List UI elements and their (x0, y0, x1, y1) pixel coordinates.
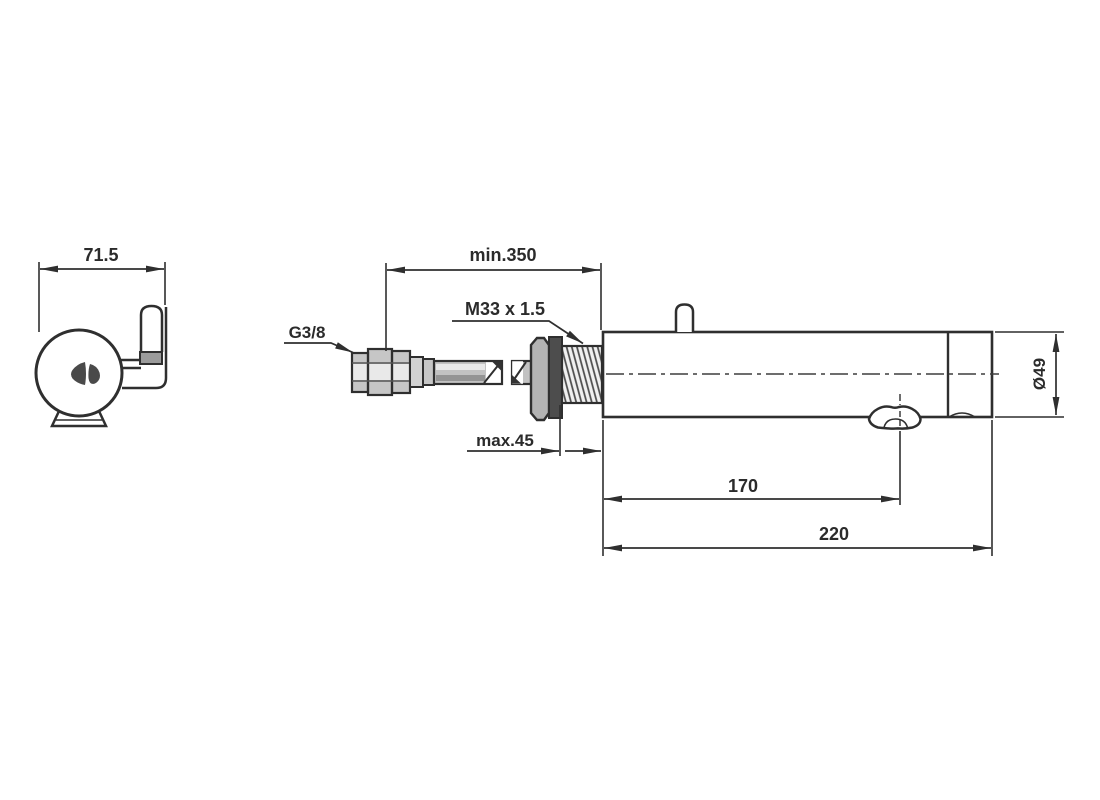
dim-hose-min-length: min.350 (385, 245, 602, 351)
thread-shank-hatch (560, 344, 604, 405)
side-view (350, 303, 999, 430)
left-drop-icon (71, 362, 86, 385)
dimensions: min.350 M33 x 1.5 G3/8 max.45 170 (284, 245, 1064, 556)
mounting-assembly (529, 336, 604, 422)
bracket-gray-block (139, 351, 163, 365)
control-knob (867, 394, 922, 430)
index-pin (674, 303, 695, 332)
valve-body (601, 303, 999, 419)
hex-flat-highlight (353, 364, 409, 380)
leader-line (284, 342, 354, 354)
end-cap-detail-arc (948, 412, 976, 418)
hose-break-tip (512, 375, 521, 384)
dim-hose-min-length-label: min.350 (469, 245, 536, 265)
hose-break-cut (512, 361, 527, 382)
collar (409, 356, 424, 388)
bracket-tab (139, 304, 164, 352)
hose (432, 359, 536, 386)
mount-max-thickness-label: max.45 (476, 431, 534, 450)
dim-knob-position: 170 (602, 420, 901, 556)
dim-front-width-label: 71.5 (83, 245, 118, 265)
dim-body-length: 220 (604, 420, 993, 556)
dim-body-diameter: Ø49 (995, 331, 1064, 418)
dim-knob-position-label: 170 (728, 476, 758, 496)
dim-mount-max-thickness: max.45 (467, 405, 601, 456)
label-inlet-thread: G3/8 (284, 323, 354, 354)
bracket-outer-edge (122, 307, 168, 390)
flange-disc (529, 336, 551, 422)
hose-highlight (436, 364, 485, 370)
label-mount-thread: M33 x 1.5 (452, 299, 584, 345)
hose-break-tip (492, 361, 502, 371)
leader-line (452, 320, 584, 345)
right-drop-icon (88, 364, 100, 384)
dim-front-width: 71.5 (38, 245, 166, 332)
dim-body-diameter-label: Ø49 (1030, 358, 1049, 390)
mount-thread-label: M33 x 1.5 (465, 299, 545, 319)
front-view: 71.5 (34, 245, 168, 428)
hose-shadow (436, 375, 485, 381)
inlet-hex-fitting (350, 347, 435, 397)
inlet-thread-label: G3/8 (289, 323, 326, 342)
dim-body-length-label: 220 (819, 524, 849, 544)
knob-outline (867, 405, 922, 430)
collar (422, 358, 435, 386)
wall-bracket (116, 304, 168, 390)
knob-inner-arc (883, 418, 909, 428)
